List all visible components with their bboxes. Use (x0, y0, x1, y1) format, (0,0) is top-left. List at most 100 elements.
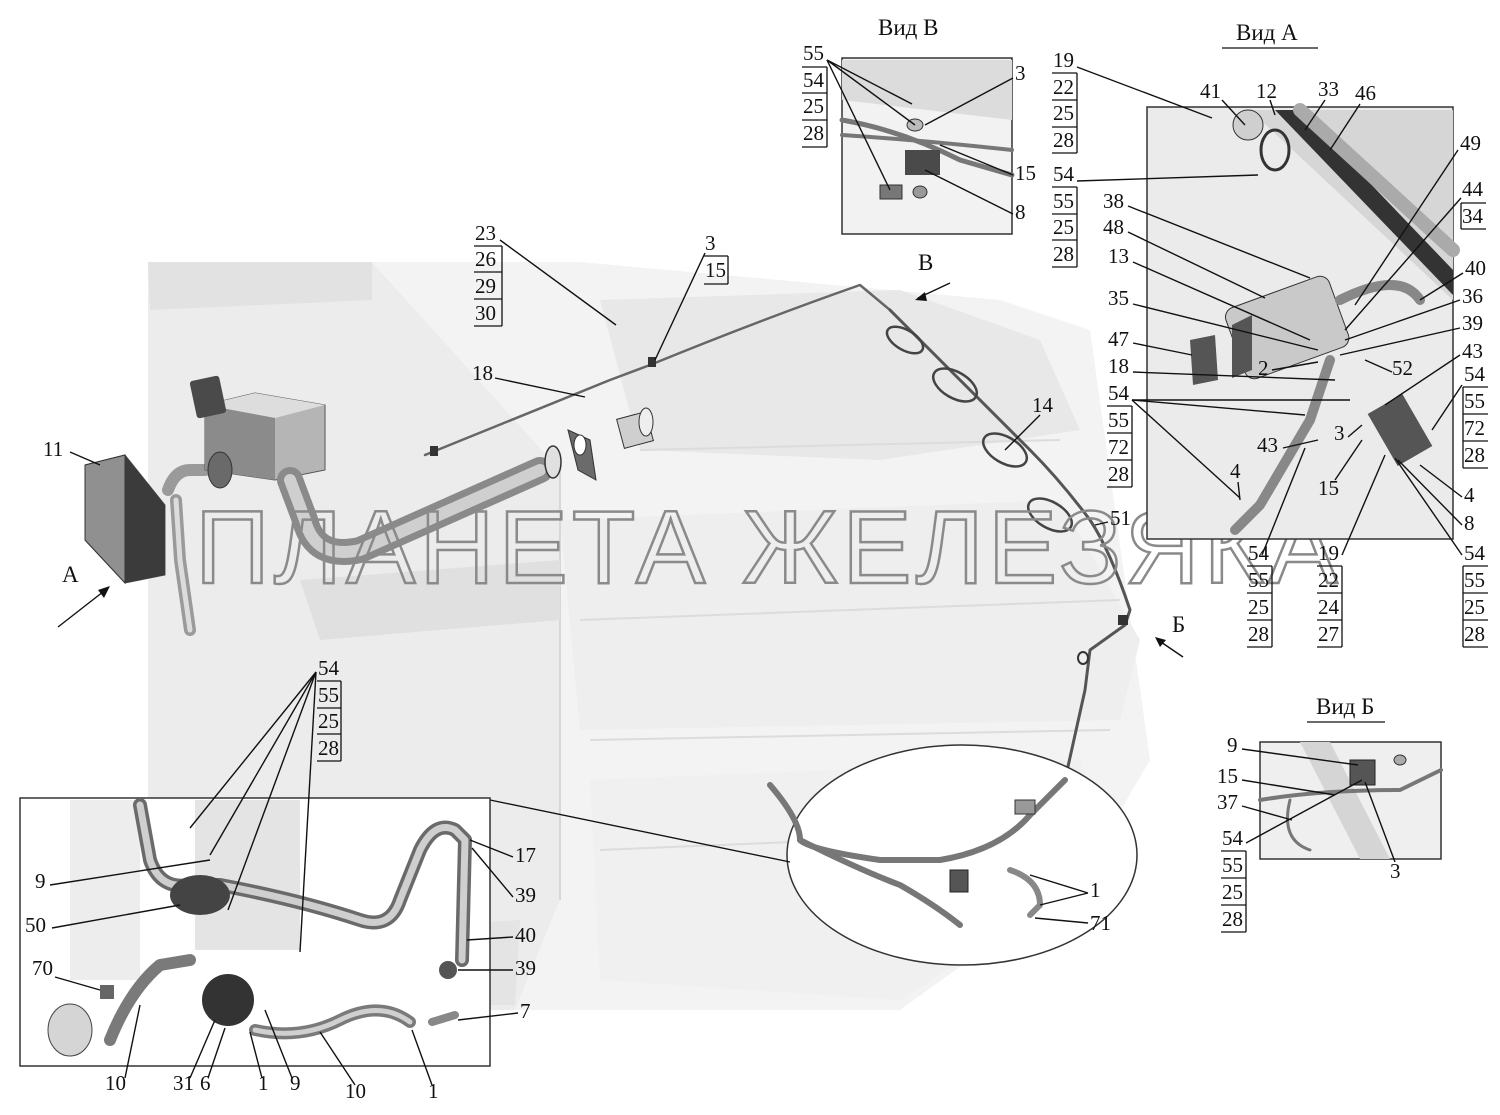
callout-55: 55 (803, 41, 824, 65)
callout-2: 2 (1258, 356, 1269, 380)
callout-12: 12 (1256, 79, 1277, 103)
detail-circle: 1 71 (489, 744, 1138, 966)
callout-15: 15 (705, 258, 726, 282)
callout-54: 54 (318, 656, 340, 680)
callout-54: 54 (1464, 541, 1486, 565)
view-v: Вид В 55 54 25 28 3 15 8 (802, 15, 1036, 235)
callout-1: 1 (258, 1071, 269, 1095)
callout-55: 55 (1108, 408, 1129, 432)
callout-52: 52 (1392, 356, 1413, 380)
callout-39b: 39 (515, 956, 536, 980)
callout-28: 28 (1248, 622, 1269, 646)
callout-25: 25 (1053, 215, 1074, 239)
callout-15: 15 (1318, 476, 1339, 500)
callout-35: 35 (1108, 286, 1129, 310)
callout-39: 39 (515, 883, 536, 907)
callout-50: 50 (25, 913, 46, 937)
callout-55: 55 (318, 683, 339, 707)
callout-28: 28 (1053, 128, 1074, 152)
callout-54: 54 (1108, 381, 1130, 405)
callout-41: 41 (1200, 79, 1221, 103)
callout-54: 54 (1464, 362, 1486, 386)
muffler (189, 375, 326, 489)
arrow-label-a: А (62, 562, 79, 587)
cable-loops (885, 325, 1074, 533)
callout-43: 43 (1257, 433, 1278, 457)
callout-25: 25 (1053, 101, 1074, 125)
callout-30: 30 (475, 301, 496, 325)
callout-25: 25 (1464, 595, 1485, 619)
callout-8: 8 (1464, 511, 1475, 535)
callout-28: 28 (1464, 622, 1485, 646)
callout-8: 8 (1015, 200, 1026, 224)
view-a-title: Вид А (1236, 20, 1298, 45)
callout-23: 23 (475, 221, 496, 245)
view-a: Вид А 19 22 25 28 41 12 33 46 54 55 (1052, 20, 1488, 648)
callout-37: 37 (1217, 790, 1238, 814)
callout-3: 3 (705, 231, 716, 255)
callout-10b: 10 (345, 1079, 366, 1103)
callout-22: 22 (1053, 75, 1074, 99)
callout-70: 70 (32, 956, 53, 980)
callout-18: 18 (472, 361, 493, 385)
callout-40: 40 (1465, 256, 1486, 280)
callout-4: 4 (1464, 483, 1475, 507)
callout-28: 28 (1053, 242, 1074, 266)
callout-10: 10 (105, 1071, 126, 1095)
callout-27: 27 (1318, 622, 1339, 646)
callout-3: 3 (1390, 859, 1401, 883)
callout-17: 17 (515, 843, 536, 867)
main-assembly (84, 283, 1132, 782)
callout-31: 31 (173, 1071, 194, 1095)
callout-7: 7 (520, 999, 531, 1023)
callout-3: 3 (1334, 421, 1345, 445)
callout-25: 25 (803, 94, 824, 118)
callout-28: 28 (1222, 907, 1243, 931)
heater-box (84, 454, 166, 585)
callout-51: 51 (1110, 506, 1131, 530)
callout-55: 55 (1248, 568, 1269, 592)
arrow-label-v: В (918, 250, 933, 275)
view-b-title: Вид Б (1316, 694, 1374, 719)
callout-25: 25 (1248, 595, 1269, 619)
callout-1: 1 (1090, 878, 1101, 902)
callout-54: 54 (1053, 162, 1075, 186)
callout-1b: 1 (428, 1079, 439, 1103)
callout-28: 28 (803, 121, 824, 145)
callout-55: 55 (1222, 853, 1243, 877)
callout-9: 9 (1227, 733, 1238, 757)
callout-55: 55 (1053, 189, 1074, 213)
callout-55: 55 (1464, 568, 1485, 592)
inset-bottom-left: 54 55 25 28 9 17 39 50 40 70 39 7 10 31 … (19, 656, 536, 1103)
callout-22: 22 (1318, 568, 1339, 592)
callout-18: 18 (1108, 354, 1129, 378)
callout-38: 38 (1103, 189, 1124, 213)
callout-33: 33 (1318, 77, 1339, 101)
callout-15: 15 (1015, 161, 1036, 185)
callout-48: 48 (1103, 215, 1124, 239)
callout-28: 28 (1464, 443, 1485, 467)
callout-13: 13 (1108, 244, 1129, 268)
callout-43: 43 (1462, 339, 1483, 363)
callout-44: 44 (1462, 177, 1484, 201)
callout-15: 15 (1217, 764, 1238, 788)
callout-14: 14 (1032, 393, 1054, 417)
callout-39: 39 (1462, 311, 1483, 335)
callout-47: 47 (1108, 327, 1129, 351)
callout-3: 3 (1015, 61, 1026, 85)
callout-19: 19 (1053, 48, 1074, 72)
callout-36: 36 (1462, 284, 1483, 308)
arrow-label-b: Б (1172, 612, 1185, 637)
main-callouts: 11 23 26 29 30 3 15 18 14 51 А Б В (43, 221, 1185, 658)
callout-29: 29 (475, 274, 496, 298)
callout-72: 72 (1464, 416, 1485, 440)
callout-71: 71 (1090, 911, 1111, 935)
callout-28: 28 (318, 736, 339, 760)
callout-25: 25 (1222, 880, 1243, 904)
callout-6: 6 (200, 1071, 211, 1095)
callout-54: 54 (803, 68, 825, 92)
callout-11: 11 (43, 437, 63, 461)
callout-54: 54 (1222, 826, 1244, 850)
view-v-title: Вид В (878, 15, 938, 40)
